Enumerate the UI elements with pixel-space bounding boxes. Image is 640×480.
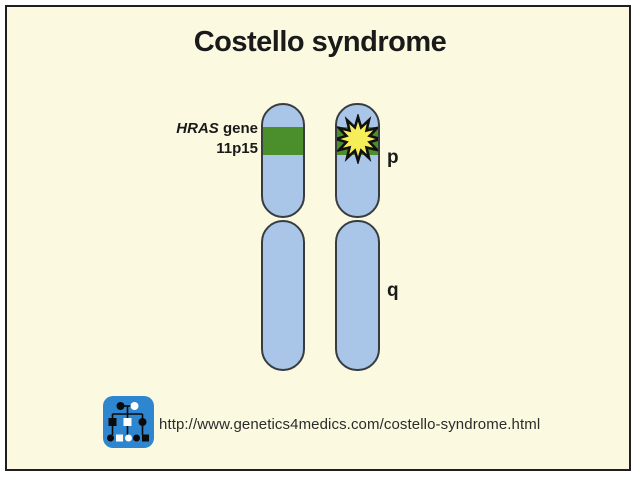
q-arm-label: q [387, 280, 399, 301]
gene-word: gene [218, 120, 258, 137]
gene-locus: 11p15 [216, 140, 258, 157]
normal-chromosome-q-arm [261, 220, 305, 371]
hras-band-normal [263, 127, 303, 155]
gene-symbol: HRAS [176, 120, 219, 137]
mutated-chromosome-p-arm [335, 103, 380, 218]
pedigree-chart-icon [107, 402, 149, 442]
genetics4medics-logo [103, 396, 154, 448]
page-title: Costello syndrome [193, 26, 447, 58]
gene-annotation-label: HRAS gene 11p15 [110, 119, 258, 159]
mutation-starburst-icon [337, 114, 378, 164]
source-url-text: http://www.genetics4medics.com/costello-… [159, 416, 541, 433]
mutated-chromosome-q-arm [335, 220, 380, 371]
p-arm-label: p [387, 147, 399, 168]
normal-chromosome-p-arm [261, 103, 305, 218]
slide-frame [5, 5, 631, 471]
gene-name-line: HRAS gene [110, 119, 258, 139]
